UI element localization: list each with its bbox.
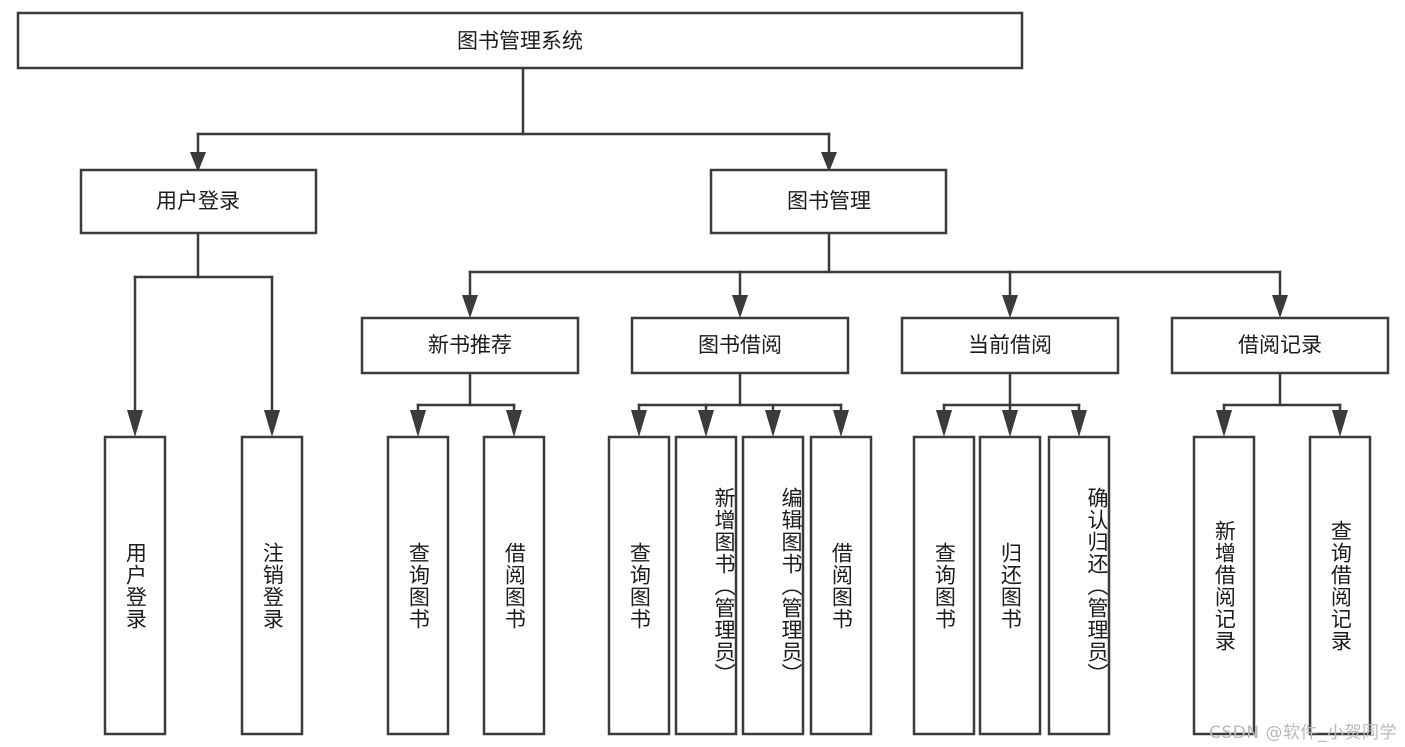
arrow-head-user-login: [190, 152, 206, 172]
node-borrow-record[interactable]: [1170, 316, 1390, 375]
arrow-head-borrow-record: [1272, 295, 1288, 318]
node-root[interactable]: [16, 11, 1024, 70]
node-root-label: 图书管理系统: [457, 29, 583, 53]
arrow-head-leaf-query-book-3: [936, 410, 952, 437]
arrow-head-book-borrow: [732, 295, 748, 318]
node-leaf-query-book-2[interactable]: [607, 435, 671, 736]
node-leaf-user-login[interactable]: [103, 435, 167, 736]
node-leaf-query-book-3[interactable]: [912, 435, 976, 736]
node-new-book-rec[interactable]: [360, 316, 580, 375]
node-current-borrow-label: 当前借阅: [968, 333, 1052, 357]
arrow-head-current-borrow: [1002, 295, 1018, 318]
node-layer: [16, 11, 1390, 736]
arrow-head-leaf-user-login: [127, 410, 143, 437]
node-leaf-borrow-book-1[interactable]: [482, 435, 546, 736]
node-leaf-add-record[interactable]: [1192, 435, 1256, 736]
arrow-head-leaf-query-record: [1332, 410, 1348, 437]
arrow-head-book-manage: [821, 152, 837, 172]
node-leaf-return-book[interactable]: [978, 435, 1042, 736]
node-current-borrow[interactable]: [900, 316, 1120, 375]
node-leaf-confirm-return[interactable]: [1047, 435, 1111, 736]
arrow-head-leaf-edit-book: [765, 410, 781, 437]
node-leaf-query-record[interactable]: [1308, 435, 1372, 736]
node-user-login-label: 用户登录: [156, 189, 240, 213]
arrow-head-leaf-add-book: [698, 410, 714, 437]
node-leaf-borrow-book-2[interactable]: [809, 435, 873, 736]
node-leaf-logout[interactable]: [240, 435, 304, 736]
arrow-head-leaf-borrow-book-2: [833, 410, 849, 437]
csdn-watermark: CSDN @软件_小贺同学: [1209, 723, 1397, 743]
node-leaf-add-book[interactable]: [674, 435, 738, 736]
node-new-book-rec-label: 新书推荐: [428, 333, 512, 357]
arrow-head-leaf-confirm-return: [1071, 410, 1087, 437]
arrow-head-new-book-rec: [462, 295, 478, 318]
node-borrow-record-label: 借阅记录: [1238, 333, 1322, 357]
arrow-head-leaf-borrow-book-1: [506, 410, 522, 437]
arrow-head-leaf-query-book-1: [410, 410, 426, 437]
node-book-manage[interactable]: [709, 168, 948, 235]
arrow-head-leaf-add-record: [1216, 410, 1232, 437]
node-book-manage-label: 图书管理: [787, 189, 871, 213]
node-user-login[interactable]: [79, 168, 318, 235]
node-leaf-query-book-1[interactable]: [386, 435, 450, 736]
node-leaf-edit-book[interactable]: [741, 435, 805, 736]
horizontal-label-layer: 图书管理系统 用户登录 图书管理 新书推荐 图书借阅 当前借阅 借阅记录: [156, 29, 1322, 357]
node-book-borrow-label: 图书借阅: [698, 333, 782, 357]
connector-layer: [127, 66, 1348, 437]
arrow-head-leaf-logout: [264, 410, 280, 437]
arrow-head-leaf-return-book: [1002, 410, 1018, 437]
arrow-head-leaf-query-book-2: [631, 410, 647, 437]
node-book-borrow[interactable]: [630, 316, 850, 375]
